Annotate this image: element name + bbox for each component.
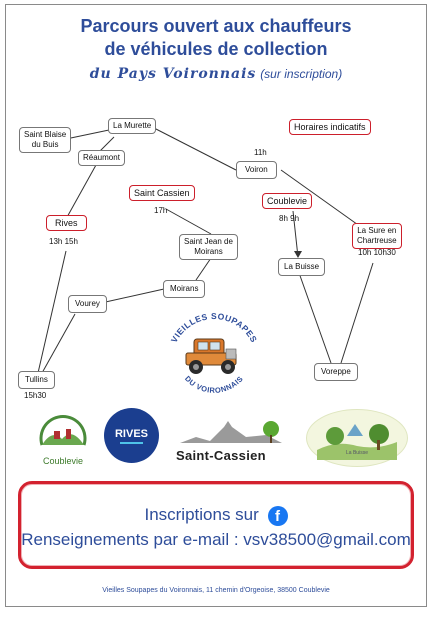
node-saint-jean-de-moirans: Saint Jean de Moirans [179,234,238,260]
la-buisse-logo: La Buisse [306,409,408,467]
time-voiron: 11h [254,148,267,157]
subtitle: du Pays Voironnais (sur inscription) [6,65,426,82]
coublevie-logo: Coublevie [28,405,98,466]
inscriptions-line: Inscriptions sur f [6,505,426,526]
node-label-line2: Chartreuse [357,236,397,245]
route-line [153,127,237,171]
route-line [297,269,332,364]
vintage-car-icon: VIEILLES SOUPAPES DU VOIRONNAIS [169,311,259,395]
inscriptions-box [18,481,414,569]
horaires-indicatifs-label: Horaires indicatifs [289,119,371,135]
rives-logo: RIVES [104,408,159,463]
route-line [340,262,374,364]
title-line-2: de véhicules de collection [104,39,328,59]
route-line [65,129,110,140]
node-la-murette: La Murette [108,118,157,134]
route-line [41,313,76,374]
saint-cassien-logo-text: Saint-Cassien [176,448,266,463]
saint-cassien-logo: Saint-Cassien [176,417,286,463]
la-buisse-logo-text: La Buisse [346,450,368,456]
node-label-line1: Saint Jean de [184,237,233,246]
node-coublevie: Coublevie [262,193,313,209]
title-line-1: Parcours ouvert aux chauffeurs [80,16,352,36]
node-reaumont: Réaumont [78,150,125,166]
svg-text:DU VOIRONNAIS: DU VOIRONNAIS [183,374,245,395]
coublevie-logo-text: Coublevie [42,456,84,466]
club-logo-bottom-text: DU VOIRONNAIS [183,374,244,395]
node-vourey: Vourey [68,295,107,313]
node-label-line1: Saint Blaise [24,130,67,139]
time-la-sure: 10h 10h30 [358,248,396,257]
node-moirans: Moirans [163,280,206,298]
subtitle-note: (sur inscription) [260,67,343,81]
node-saint-cassien: Saint Cassien [129,185,195,201]
facebook-icon[interactable]: f [267,505,288,526]
route-line [100,288,165,304]
route-line [292,210,299,258]
inscriptions-text: Inscriptions sur [144,505,259,524]
route-line [280,169,362,228]
club-logo: VIEILLES SOUPAPES DU VOIRONNAIS [164,309,264,404]
time-tullins: 15h30 [24,391,47,400]
node-la-sure-en-chartreuse: La Sure en Chartreuse [352,223,402,249]
subtitle-pays-voironnais: du Pays Voironnais [89,66,257,82]
node-label-line2: Moirans [194,247,223,256]
node-voiron: Voiron [236,161,277,179]
node-label-line2: du Buis [31,140,59,149]
email-contact-line[interactable]: Renseignements par e-mail : vsv38500@gma… [21,530,411,549]
route-line [65,164,97,220]
route-line [37,250,67,374]
node-rives: Rives [46,215,87,231]
route-line [195,257,212,281]
flyer-page: Parcours ouvert aux chauffeurs de véhicu… [5,4,427,607]
node-saint-blaise-du-buis: Saint Blaise du Buis [19,127,72,153]
footer-address: Vieilles Soupapes du Voironnais, 11 chem… [102,587,330,594]
node-tullins: Tullins [18,371,55,389]
time-saint-cassien: 17h [154,206,168,215]
route-line [165,208,212,235]
node-voreppe: Voreppe [314,363,358,381]
time-coublevie: 8h 9h [279,214,300,223]
rives-logo-bar [120,442,143,444]
route-map [37,127,374,374]
time-rives: 13h 15h [49,237,78,246]
node-la-buisse: La Buisse [278,258,326,276]
node-label-line1: La Sure en [357,226,397,235]
arrow-head-icon [294,251,302,258]
rives-logo-text: RIVES [114,428,148,440]
